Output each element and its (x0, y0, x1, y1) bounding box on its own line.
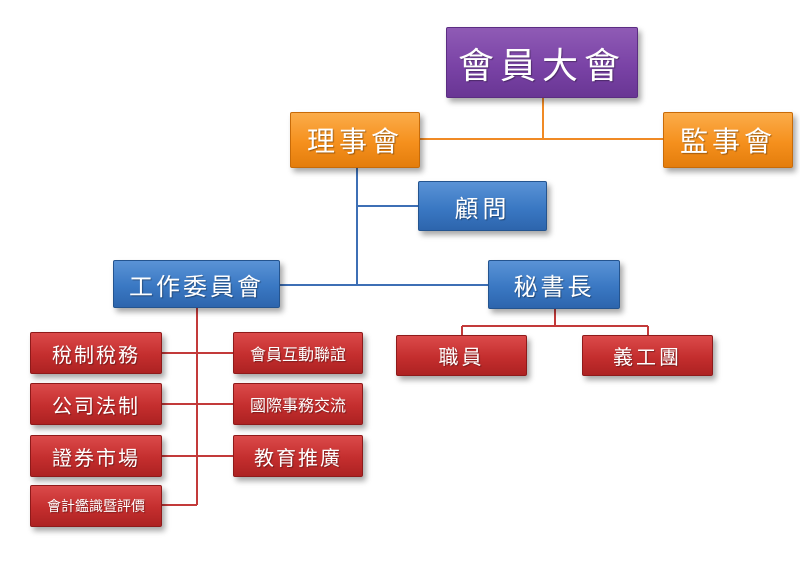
secretariat-staff-box: 職員 (396, 335, 527, 376)
members-assembly-box: 會員大會 (446, 27, 638, 98)
committee-unit-forensic-accounting: 會計鑑識暨評價 (30, 485, 162, 527)
secretary-general-box: 秘書長 (488, 260, 620, 309)
committee-unit-international-affairs: 國際事務交流 (233, 383, 363, 425)
committee-unit-education: 教育推廣 (233, 435, 363, 477)
advisor-box: 顧問 (418, 181, 547, 231)
board-of-supervisors-box: 監事會 (663, 112, 793, 168)
working-committee-box: 工作委員會 (113, 260, 280, 308)
committee-unit-member-relations: 會員互動聯誼 (233, 332, 363, 374)
board-of-directors-box: 理事會 (290, 112, 420, 168)
committee-unit-company-law: 公司法制 (30, 383, 162, 425)
secretariat-volunteers-box: 義工團 (582, 335, 713, 376)
committee-unit-tax: 稅制稅務 (30, 332, 162, 374)
committee-unit-securities: 證券市場 (30, 435, 162, 477)
